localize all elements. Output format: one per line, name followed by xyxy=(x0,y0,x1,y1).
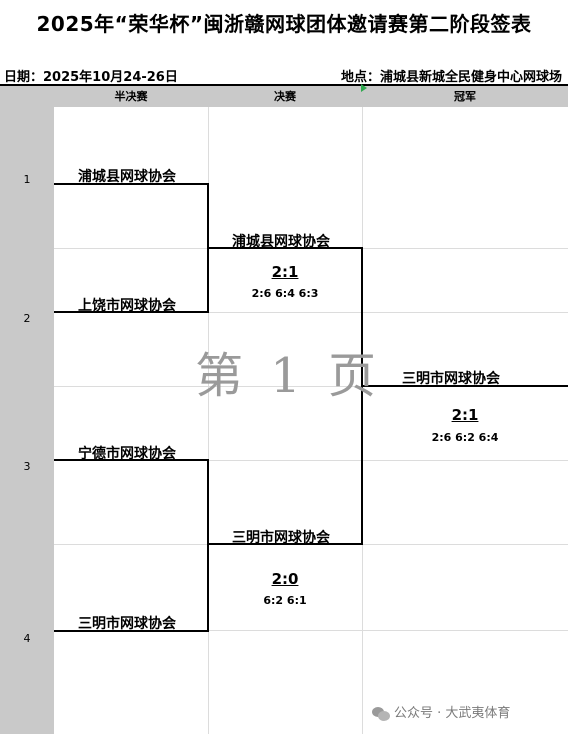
final-team: 浦城县网球协会 xyxy=(232,234,330,250)
champion-team: 三明市网球协会 xyxy=(402,371,500,387)
final-team: 三明市网球协会 xyxy=(232,530,330,546)
grid-line xyxy=(208,107,209,734)
grid-line xyxy=(54,312,568,313)
grid-line xyxy=(54,386,568,387)
header-champion: 冠军 xyxy=(454,90,476,103)
bracket-line xyxy=(54,311,208,313)
meta-divider xyxy=(0,84,568,86)
bracket-line xyxy=(208,247,362,249)
match-score: 2:1 xyxy=(271,263,299,281)
seed-number: 1 xyxy=(23,173,31,186)
seed-number: 4 xyxy=(23,632,31,645)
semifinal-team: 上饶市网球协会 xyxy=(78,298,176,314)
set-scores: 6:2 6:1 xyxy=(263,594,307,607)
bracket-line xyxy=(54,183,208,185)
semifinal-team: 浦城县网球协会 xyxy=(78,169,176,185)
champion-set-scores: 2:6 6:2 6:4 xyxy=(431,431,499,444)
grid-line xyxy=(54,630,568,631)
seed-number: 3 xyxy=(23,460,31,473)
footer-watermark-text: 公众号 · 大武夷体育 xyxy=(394,706,511,721)
wechat-icon xyxy=(372,706,390,721)
set-scores: 2:6 6:4 6:3 xyxy=(251,287,319,300)
cell-marker-icon xyxy=(361,84,367,92)
page-watermark: 第 1 页 xyxy=(195,348,383,404)
column-header-row xyxy=(0,86,568,107)
bracket-line xyxy=(54,630,208,632)
header-final: 决赛 xyxy=(274,90,296,103)
date-label: 日期：2025年10月24-26日 xyxy=(4,70,178,85)
semifinal-team: 宁德市网球协会 xyxy=(78,446,176,462)
page-title: 2025年“荣华杯”闽浙赣网球团体邀请赛第二阶段签表 xyxy=(36,12,532,36)
bracket-line xyxy=(208,543,362,545)
bracket-line xyxy=(362,385,568,387)
grid-line xyxy=(54,460,568,461)
match-score: 2:0 xyxy=(271,570,299,588)
seed-column xyxy=(0,107,54,734)
champion-score: 2:1 xyxy=(451,406,479,424)
venue-label: 地点：浦城县新城全民健身中心网球场 xyxy=(340,70,562,85)
header-semifinal: 半决赛 xyxy=(114,90,148,103)
semifinal-team: 三明市网球协会 xyxy=(78,616,176,632)
seed-number: 2 xyxy=(23,312,31,325)
bracket-line xyxy=(361,247,363,545)
footer-watermark: 公众号 · 大武夷体育 xyxy=(372,702,510,721)
bracket-line xyxy=(207,459,209,632)
bracket-line xyxy=(54,459,208,461)
